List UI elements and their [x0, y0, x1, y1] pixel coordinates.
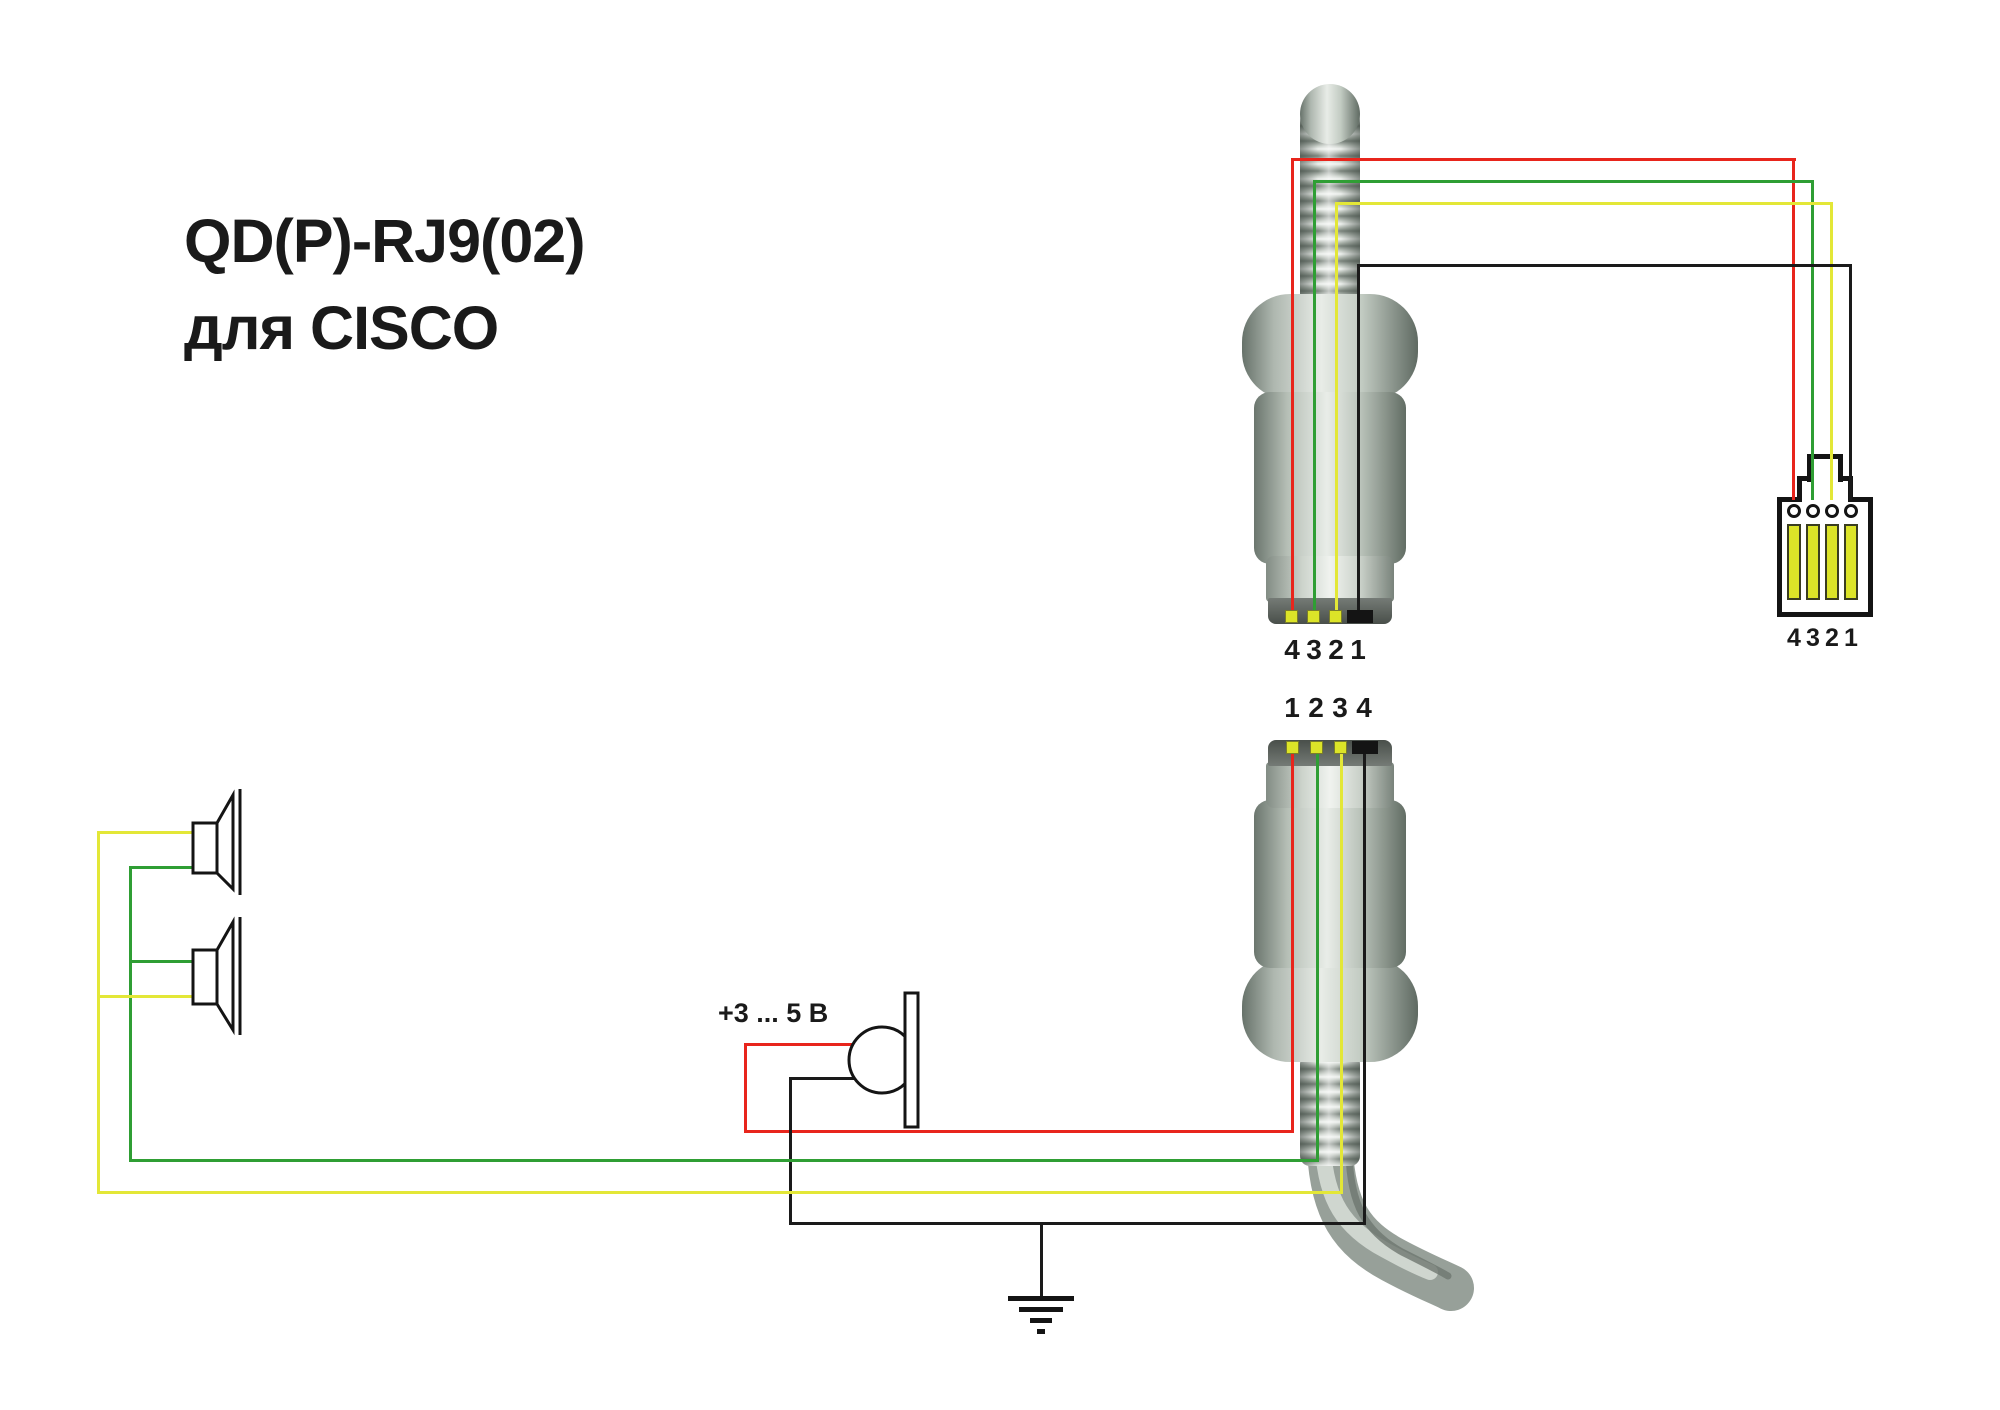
qd-top-pin-label-3: 3 [1306, 634, 1322, 665]
green-wire-speaker2-stub [129, 960, 197, 963]
qd-top-pin-label-4: 4 [1284, 634, 1300, 665]
qd-bottom-contact-3 [1334, 741, 1347, 754]
qd-bottom-pin-label-2: 2 [1308, 692, 1324, 723]
rj9-wire-end-3 [1806, 504, 1820, 518]
rj9-pin-label-2: 2 [1825, 624, 1839, 652]
rj9-pin-2 [1825, 524, 1839, 600]
ground-bar-3 [1030, 1318, 1052, 1323]
mic-voltage-label: +3 ... 5 В [718, 998, 829, 1028]
yellow-wire-qdbottom-vertical [1340, 744, 1343, 1194]
diagram-title-line2: для CISCO [184, 293, 499, 362]
yellow-wire-qdtop-vertical [1335, 202, 1338, 613]
yellow-wire-left-vertical [97, 831, 100, 1194]
green-wire-left-vertical [129, 867, 132, 1162]
yellow-wire-top-horizontal [1335, 202, 1833, 205]
rj9-pin-1 [1844, 524, 1858, 600]
ground-bar-4 [1037, 1329, 1045, 1334]
qd-top-pin-label-2: 2 [1328, 634, 1344, 665]
qd-bottom-nose [1266, 762, 1394, 808]
microphone-plate [903, 991, 920, 1129]
yellow-wire-bottom-horizontal [97, 1191, 1343, 1194]
ground-bar-1 [1008, 1296, 1074, 1301]
green-wire-speaker1-stub [129, 866, 197, 869]
qd-bottom-contact-4 [1352, 741, 1378, 754]
qd-bottom-pin-label-3: 3 [1332, 692, 1348, 723]
diagram-title: QD(P)-RJ9(02) для CISCO [184, 198, 586, 371]
green-wire-qdbottom-vertical [1316, 744, 1319, 1162]
green-wire-top-horizontal [1313, 180, 1814, 183]
speaker-bottom-cone [215, 916, 235, 1036]
cable-end-cap-top [1300, 84, 1360, 144]
green-wire-bottom-horizontal [129, 1159, 1319, 1162]
rj9-pin-label-1: 1 [1844, 624, 1858, 652]
red-wire-rj9-vertical [1792, 158, 1795, 500]
qd-bottom-body [1254, 800, 1406, 968]
qd-top-contact-4 [1347, 610, 1373, 623]
rj9-wire-end-4 [1787, 504, 1801, 518]
yellow-wire-rj9-vertical [1830, 202, 1833, 500]
qd-top-body [1254, 392, 1406, 564]
black-wire-top-horizontal [1357, 264, 1852, 267]
rj9-wire-end-1 [1844, 504, 1858, 518]
yellow-wire-speaker2-stub [97, 995, 197, 998]
qd-top-pin-label-1: 1 [1350, 634, 1366, 665]
black-wire-bottom-horizontal [789, 1222, 1366, 1225]
black-wire-mic-lead [789, 1077, 862, 1080]
cable-tail [1307, 1127, 1474, 1311]
qd-top-contact-3 [1329, 610, 1342, 623]
diagram-title-line1: QD(P)-RJ9(02) [184, 207, 586, 275]
rj9-pin-label-3: 3 [1806, 624, 1820, 652]
rj9-pin-4 [1787, 524, 1801, 600]
green-wire-qdtop-vertical [1313, 180, 1316, 613]
qd-bottom-strain-relief [1242, 958, 1418, 1062]
red-wire-left-vertical [744, 1043, 747, 1133]
black-wire-qdtop-vertical [1357, 264, 1360, 613]
rj9-wire-end-2 [1825, 504, 1839, 518]
black-wire-rj9-vertical [1849, 264, 1852, 500]
qd-top-strain-relief [1242, 294, 1418, 400]
yellow-wire-speaker1-stub [97, 831, 197, 834]
rj9-pin-label-4: 4 [1787, 624, 1801, 652]
red-wire-qdbottom-vertical [1291, 744, 1294, 1133]
qd-bottom-contact-1 [1286, 741, 1299, 754]
qd-top-contact-2 [1307, 610, 1320, 623]
coiled-cable-bottom [1300, 1054, 1360, 1166]
red-wire-bottom-horizontal [744, 1130, 1294, 1133]
speaker-top-cone [215, 789, 235, 893]
qd-bottom-pin-label-1: 1 [1284, 692, 1300, 723]
red-wire-top-horizontal [1291, 158, 1796, 161]
red-wire-mic-lead [744, 1043, 862, 1046]
qd-bottom-pin-label-4: 4 [1356, 692, 1372, 723]
ground-stem [1040, 1222, 1043, 1298]
qd-top-contact-1 [1285, 610, 1298, 623]
black-wire-mic-vertical [789, 1077, 792, 1225]
black-wire-qdbottom-vertical [1363, 744, 1366, 1225]
green-wire-rj9-vertical [1811, 180, 1814, 500]
ground-bar-2 [1019, 1307, 1063, 1312]
red-wire-qdtop-vertical [1291, 158, 1294, 613]
microphone-symbol [847, 1025, 917, 1095]
qd-top-nose [1266, 556, 1394, 602]
qd-bottom-contact-2 [1310, 741, 1323, 754]
rj9-pin-3 [1806, 524, 1820, 600]
